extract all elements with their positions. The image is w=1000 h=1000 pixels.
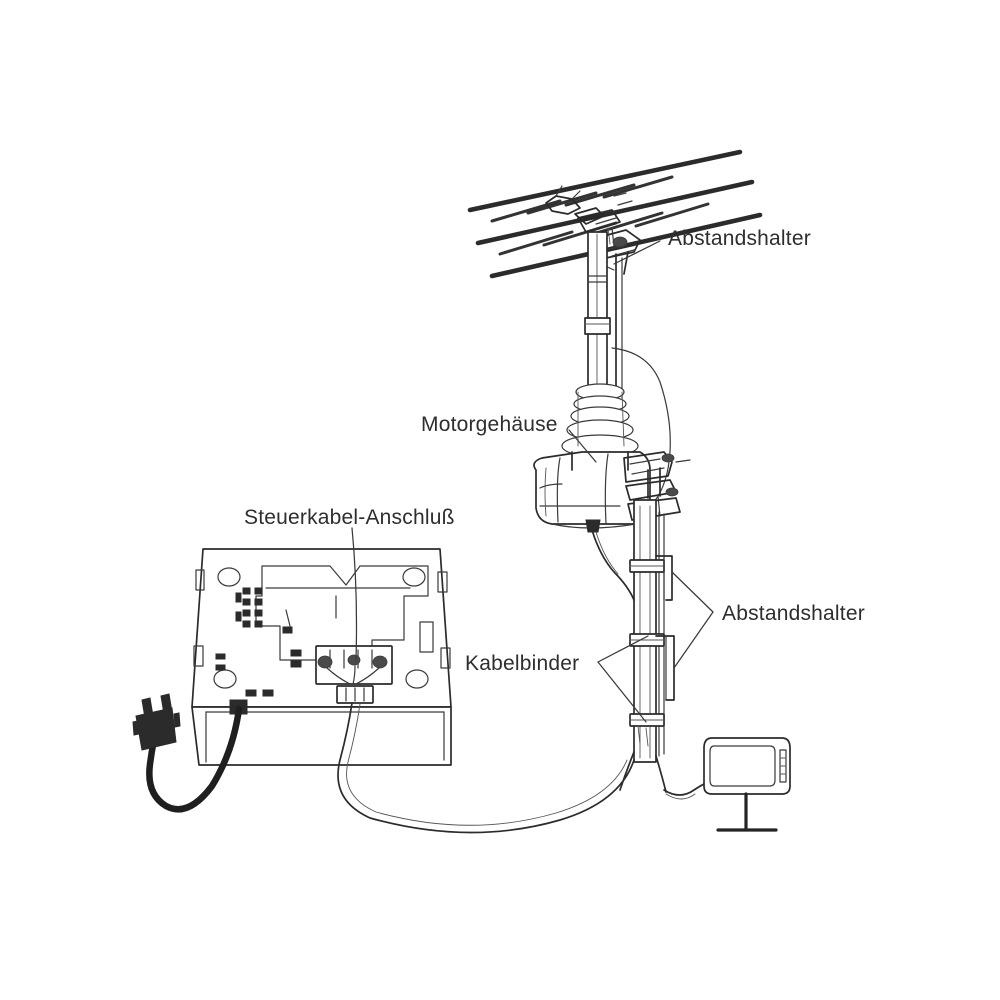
mast-base-right bbox=[655, 755, 667, 793]
label-cable-ties: Kabelbinder bbox=[465, 652, 579, 675]
television-set bbox=[703, 737, 791, 832]
terminal-screw bbox=[317, 655, 333, 669]
power-plug-pin bbox=[160, 693, 173, 715]
antenna-boom-middle bbox=[475, 179, 755, 246]
mounting-hole bbox=[217, 567, 241, 587]
tv-screen bbox=[709, 745, 776, 787]
control-cable bbox=[337, 702, 635, 834]
control-cable-terminal-block bbox=[315, 645, 393, 685]
power-plug-pin bbox=[141, 697, 154, 719]
mains-power-cord bbox=[132, 693, 243, 813]
control-cable-strain-relief bbox=[336, 685, 374, 704]
antenna-boom-upper bbox=[467, 149, 743, 213]
leader-spacer-top bbox=[613, 240, 661, 265]
leader-cable-tie-upper-branch bbox=[597, 635, 649, 663]
cable-tie-band bbox=[629, 713, 665, 727]
power-cord bbox=[146, 705, 243, 813]
leader-spacer-upper-branch bbox=[671, 571, 714, 613]
label-spacer-bottom: Abstandshalter bbox=[722, 602, 865, 625]
mounting-hole bbox=[402, 567, 426, 587]
control-cable-outline-b bbox=[346, 703, 628, 826]
terminal-screw bbox=[372, 655, 388, 669]
motor-cable-descent-highlight bbox=[595, 531, 619, 575]
terminal-screw bbox=[347, 654, 361, 666]
mast-joint-sleeve bbox=[584, 317, 611, 335]
antenna-reflector-stubs bbox=[607, 192, 633, 245]
antenna-boom-lower bbox=[489, 212, 763, 279]
power-plug-body bbox=[135, 707, 177, 751]
leader-motor-housing bbox=[568, 429, 597, 463]
rotor-clamp-assembly bbox=[623, 451, 691, 521]
antenna-elements-upper bbox=[490, 175, 674, 223]
control-cable-outline-a bbox=[337, 702, 635, 834]
motor-cable-descent bbox=[591, 529, 635, 601]
spacer-bracket-mid bbox=[655, 555, 673, 601]
cable-tie-band bbox=[629, 559, 665, 573]
mast-upper bbox=[584, 231, 623, 405]
pcb-component-dots bbox=[215, 587, 302, 697]
leader-spacer-lower-branch bbox=[673, 611, 714, 669]
mast-base-left bbox=[619, 751, 635, 791]
cable-tie-band bbox=[629, 633, 665, 647]
rotor-cable-gland bbox=[585, 519, 601, 533]
leader-control-cable-connection bbox=[351, 527, 358, 661]
label-spacer-top: Abstandshalter bbox=[668, 227, 811, 250]
antenna-driven-element bbox=[545, 185, 605, 225]
label-motor-housing: Motorgehäuse bbox=[421, 413, 558, 436]
mounting-hole bbox=[213, 669, 237, 689]
label-control-cable-connection: Steuerkabel-Anschluß bbox=[244, 506, 455, 529]
tv-control-panel bbox=[779, 749, 787, 783]
rotor-body bbox=[533, 451, 651, 525]
rotor-control-unit bbox=[191, 548, 452, 766]
mast-lower bbox=[619, 499, 675, 793]
rotor-collar-rings bbox=[561, 383, 639, 458]
mounting-hole bbox=[405, 669, 429, 689]
yagi-antenna-array bbox=[467, 149, 763, 279]
control-unit-front-face bbox=[191, 706, 452, 766]
leader-cable-tie-lower-branch bbox=[597, 661, 647, 723]
rotor-motor-housing bbox=[533, 347, 691, 533]
